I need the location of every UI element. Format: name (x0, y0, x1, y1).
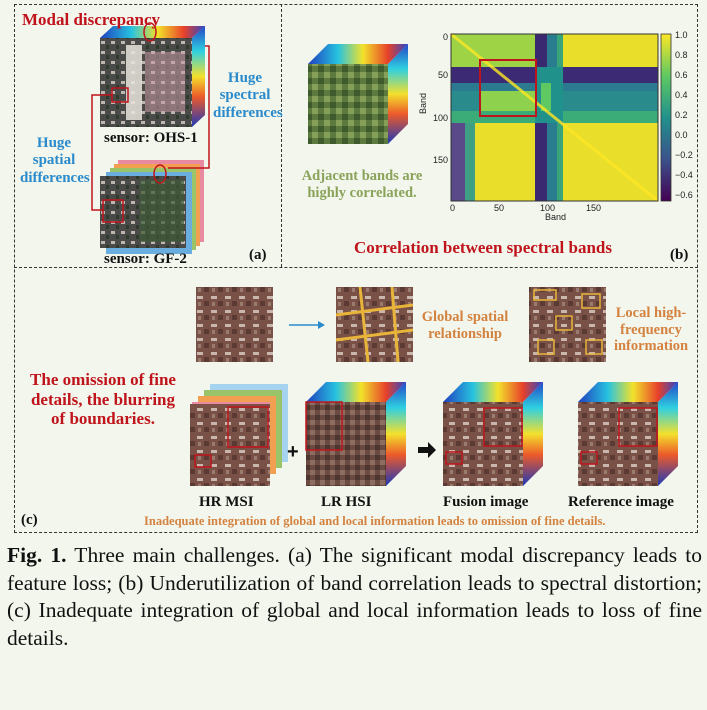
colorbar-tick: 0.2 (675, 110, 688, 120)
sensor-gf2-label: sensor: GF-2 (104, 251, 187, 267)
ohs1-cube (100, 22, 205, 127)
lr-hsi-label: LR HSI (321, 494, 372, 510)
colorbar-tick: 1.0 (675, 30, 688, 40)
plus-sign: + (287, 441, 299, 463)
spectral-differences-label: Huge spectral differences (213, 70, 283, 121)
colorbar-tick: 0.8 (675, 50, 688, 60)
hsi-cube-b (308, 44, 408, 144)
adjacent-bands-note: Adjacent bands are highly correlated. (301, 168, 423, 201)
figure-caption: Fig. 1. Three main challenges. (a) The s… (7, 542, 702, 652)
correlation-heatmap (450, 32, 659, 203)
y-tick: 150 (433, 155, 449, 165)
divider-vertical (281, 4, 282, 267)
gf2-stack (100, 160, 204, 254)
reference-cube (578, 382, 678, 486)
reference-image-label: Reference image (568, 494, 674, 510)
x-tick: 100 (540, 203, 556, 213)
x-tick: 150 (586, 203, 602, 213)
colorbar-tick: −0.2 (675, 150, 693, 160)
figure-frame (14, 4, 698, 533)
colorbar-tick: −0.4 (675, 170, 693, 180)
colorbar (660, 33, 672, 202)
omission-text: The omission of fine details, the blurri… (30, 370, 176, 429)
y-tick: 50 (438, 70, 449, 80)
panel-b-tag: (b) (670, 247, 689, 263)
y-tick: 100 (433, 113, 449, 123)
colorbar-tick: 0.6 (675, 70, 688, 80)
sensor-ohs1-label: sensor: OHS-1 (104, 130, 198, 146)
global-patch (335, 286, 414, 363)
fusion-cube (443, 382, 543, 486)
fusion-arrow (418, 442, 436, 458)
hr-msi-stack (190, 384, 288, 486)
x-tick: 0 (450, 203, 456, 213)
colorbar-tick: 0.0 (675, 130, 688, 140)
panel-b-title: Correlation between spectral bands (354, 238, 612, 257)
local-patch-original (196, 287, 273, 362)
panel-a-title: Modal discrepancy (22, 10, 161, 29)
adjacent-bands-highlight (479, 59, 537, 117)
divider-horizontal (14, 267, 698, 268)
local-high-frequency-label: Local high- frequency information (613, 305, 689, 355)
colorbar-tick: −0.6 (675, 190, 693, 200)
global-spatial-label: Global spatial relationship (421, 309, 509, 342)
hr-msi-label: HR MSI (199, 494, 254, 510)
panel-a-tag: (a) (249, 247, 267, 263)
y-axis-label: Band (418, 92, 428, 114)
x-tick: 50 (494, 203, 505, 213)
spatial-differences-label: Huge spatial differences (20, 135, 90, 186)
spatial-connector (91, 94, 113, 211)
x-axis-label: Band (545, 212, 567, 222)
caption-prefix: Fig. 1. (7, 543, 67, 567)
lr-hsi-cube (305, 382, 406, 486)
spectral-connector (168, 45, 210, 169)
local-patch (529, 287, 606, 362)
y-tick: 0 (443, 32, 449, 42)
fusion-image-label: Fusion image (443, 494, 529, 510)
caption-text: Three main challenges. (a) The significa… (7, 543, 702, 650)
inadequate-integration-text: Inadequate integration of global and loc… (144, 514, 606, 528)
colorbar-tick: 0.4 (675, 90, 688, 100)
panel-c-tag: (c) (21, 512, 38, 528)
